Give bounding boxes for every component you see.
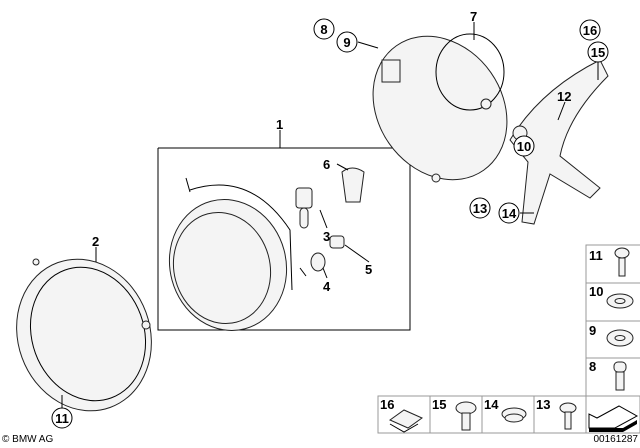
clip-nut-icon (388, 409, 424, 433)
flange-screw-icon (455, 401, 477, 431)
legend-label-14: 14 (484, 397, 499, 412)
callout-16: 16 (579, 19, 601, 41)
bulb-holder (341, 167, 365, 203)
callout-4: 4 (323, 279, 331, 294)
callout-9: 9 (336, 31, 358, 53)
svg-text:13: 13 (473, 201, 487, 216)
arrow-icon (588, 405, 639, 432)
svg-text:16: 16 (583, 23, 597, 38)
legend-label-15: 15 (432, 397, 446, 412)
headlight-ring (16, 258, 152, 412)
legend-label-8: 8 (589, 359, 596, 374)
grommet-icon (501, 407, 527, 423)
legend-label-10: 10 (589, 284, 603, 299)
leader-lines (61, 22, 599, 408)
svg-text:8: 8 (320, 22, 327, 37)
callout-1: 1 (276, 117, 283, 132)
headlight-housing (372, 33, 508, 183)
callout-6: 6 (323, 157, 330, 172)
svg-text:15: 15 (591, 45, 605, 60)
legend-label-9: 9 (589, 323, 596, 338)
callout-10: 10 (513, 135, 535, 157)
pan-screw-icon (559, 402, 577, 430)
legend-label-13: 13 (536, 397, 550, 412)
parts-legend: 11 10 9 8 16 15 14 13 (377, 244, 640, 434)
callout-12: 12 (557, 89, 571, 104)
svg-text:11: 11 (55, 411, 69, 426)
legend-label-11: 11 (589, 248, 603, 263)
callout-7: 7 (470, 9, 477, 24)
copyright: © BMW AG (2, 434, 53, 445)
callout-13: 13 (469, 197, 491, 219)
diagram-number: 00161287 (594, 434, 639, 445)
callout-8: 8 (313, 18, 335, 40)
screw-icon (614, 247, 630, 277)
socket-screw-icon (613, 361, 627, 391)
callout-2: 2 (92, 234, 99, 249)
parking-bulb (310, 235, 345, 272)
bulb-h4 (295, 187, 313, 229)
callout-5: 5 (365, 262, 372, 277)
svg-text:9: 9 (343, 35, 350, 50)
svg-text:10: 10 (517, 139, 531, 154)
svg-text:14: 14 (502, 206, 517, 221)
mounting-bracket (509, 59, 609, 225)
assembly-box (157, 147, 411, 331)
callout-3: 3 (323, 229, 330, 244)
legend-label-16: 16 (380, 397, 394, 412)
washer-icon (606, 293, 634, 309)
callout-11: 11 (51, 407, 73, 429)
headlight-insert (168, 177, 307, 331)
washer-icon (606, 329, 634, 347)
callout-15: 15 (587, 41, 609, 63)
callout-14: 14 (498, 202, 520, 224)
